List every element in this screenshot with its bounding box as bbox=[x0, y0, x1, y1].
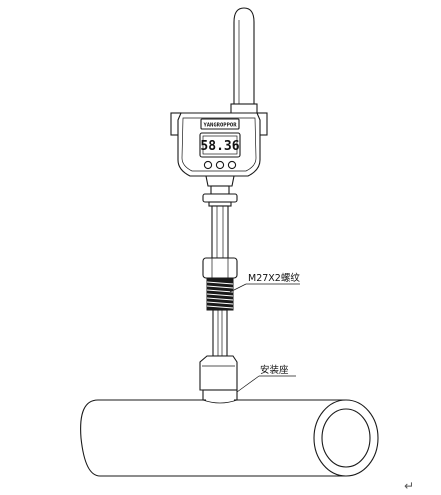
probe-rod bbox=[212, 309, 228, 357]
mount-callout: 安装座 bbox=[236, 364, 296, 393]
sensor-stem bbox=[211, 205, 229, 259]
mounting-base bbox=[199, 355, 238, 401]
mount-label: 安装座 bbox=[260, 364, 289, 376]
hex-nut bbox=[202, 257, 238, 279]
thread-section bbox=[206, 277, 234, 311]
thread-callout: M27X2螺纹 bbox=[229, 272, 300, 293]
thread-label: M27X2螺纹 bbox=[248, 272, 300, 284]
housing-neck bbox=[202, 175, 238, 207]
pipe bbox=[80, 398, 379, 477]
antenna bbox=[230, 7, 258, 115]
transmitter-housing: YANGROPPOR 58.36 bbox=[170, 112, 268, 177]
brand-text: YANGROPPOR bbox=[203, 123, 237, 129]
paragraph-mark: ↵ bbox=[404, 479, 414, 493]
lcd-reading: 58.36 bbox=[200, 139, 239, 154]
